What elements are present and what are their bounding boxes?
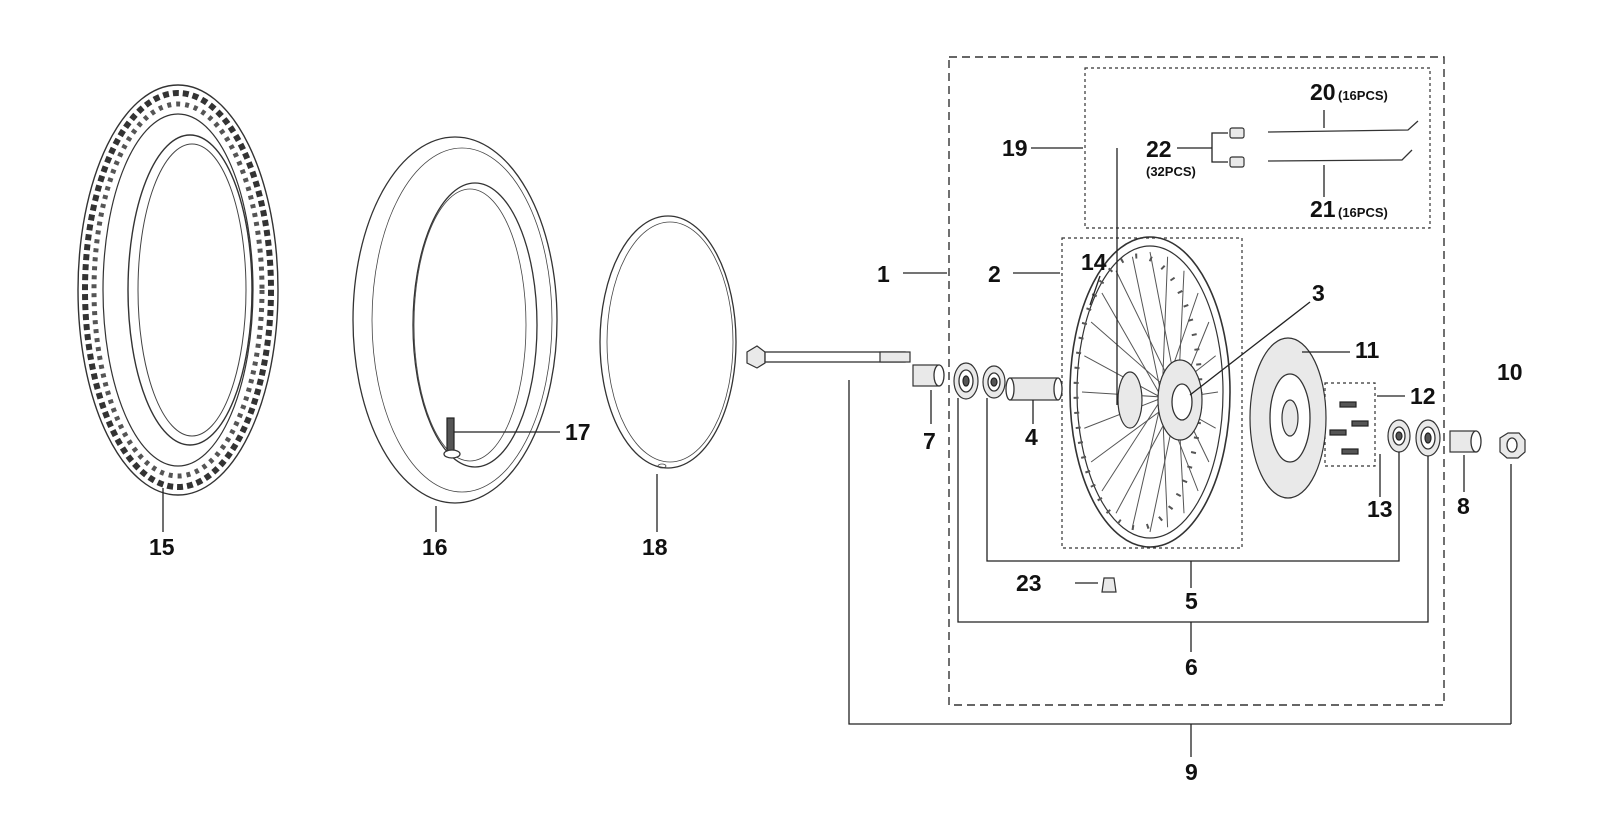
callout-10: 10 <box>1497 359 1523 385</box>
callout-21-qty: (16PCS) <box>1338 205 1388 220</box>
brake-disc-icon <box>1249 337 1327 499</box>
callout-3: 3 <box>1312 280 1325 306</box>
nipple-icon <box>1229 127 1245 168</box>
callout-6: 6 <box>1185 654 1198 680</box>
valve-icon <box>443 417 461 459</box>
callout-15: 15 <box>149 534 175 560</box>
callout-12: 12 <box>1410 383 1436 409</box>
rim-plug-icon <box>1101 577 1117 593</box>
callout-23: 23 <box>1016 570 1042 596</box>
wheel-spoke <box>1101 397 1163 492</box>
spoke-icon <box>1267 120 1419 162</box>
leader-lines <box>162 110 1512 757</box>
inner-tube-icon <box>352 136 558 504</box>
callout-16: 16 <box>422 534 448 560</box>
callout-11: 11 <box>1355 337 1380 363</box>
wheel-spoke <box>1101 292 1163 399</box>
spacer-icon <box>1449 430 1482 453</box>
assembly-box-19 <box>1084 67 1431 229</box>
bearing-icon <box>1387 419 1411 453</box>
axle-icon <box>746 345 911 369</box>
callout-labels: 1 2 3 4 5 6 7 8 9 10 11 12 13 14 15 16 1… <box>149 79 1523 785</box>
callout-14: 14 <box>1081 249 1107 275</box>
axle-nut-icon <box>1499 432 1526 459</box>
wheel-icon <box>1069 236 1231 548</box>
callout-8: 8 <box>1457 493 1470 519</box>
callout-5: 5 <box>1185 588 1198 614</box>
assembly-box-1 <box>948 56 1445 706</box>
spacer-icon <box>912 364 945 387</box>
bearing-icon <box>982 365 1006 399</box>
wheel-spoke <box>1131 256 1163 399</box>
callout-2: 2 <box>988 261 1001 287</box>
callout-20: 20 <box>1310 79 1336 105</box>
callout-13: 13 <box>1367 496 1393 522</box>
callout-18: 18 <box>642 534 668 560</box>
tire-icon <box>77 84 279 496</box>
callout-21: 21 <box>1310 196 1336 222</box>
callout-20-qty: (16PCS) <box>1338 88 1388 103</box>
callout-1: 1 <box>877 261 890 287</box>
bearing-icon <box>953 362 979 400</box>
callout-19: 19 <box>1002 135 1028 161</box>
rim-band-icon <box>599 215 737 469</box>
wheel-spoke <box>1131 397 1163 528</box>
callout-22: 22 <box>1146 136 1172 162</box>
callout-17: 17 <box>565 419 591 445</box>
bearing-icon <box>1415 419 1441 457</box>
callout-7: 7 <box>923 428 936 454</box>
hub-collar-icon <box>1005 377 1063 401</box>
callout-9: 9 <box>1185 759 1198 785</box>
callout-4: 4 <box>1025 424 1038 450</box>
bolt-icon <box>1329 401 1369 455</box>
callout-22-qty: (32PCS) <box>1146 164 1196 179</box>
